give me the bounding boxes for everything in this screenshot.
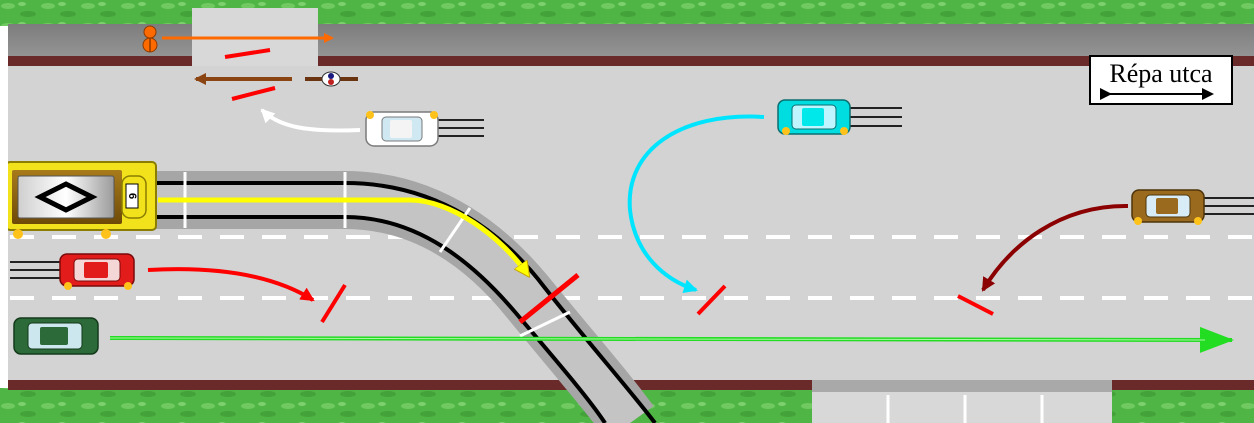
tan-car xyxy=(1131,189,1254,225)
bicycle-icon xyxy=(305,71,358,87)
arrow-tram xyxy=(158,197,528,275)
green-car xyxy=(13,317,99,355)
arrow-red-car xyxy=(147,267,315,302)
stop-line-cyclist xyxy=(231,86,276,101)
pedestrian-icon xyxy=(142,25,158,53)
stop-line-tan-car xyxy=(957,294,994,316)
stop-line-cyan-car xyxy=(696,284,727,316)
white-car xyxy=(365,111,484,147)
arrow-tan-car xyxy=(981,203,1129,292)
tram-route-number: 6 xyxy=(126,193,138,199)
street-sign: Répa utca xyxy=(1089,55,1233,105)
red-car xyxy=(10,253,135,290)
street-name-label: Répa utca xyxy=(1109,59,1213,88)
rail-inner xyxy=(150,215,607,423)
stop-line-pedestrian xyxy=(224,48,271,59)
stop-line-red-car xyxy=(320,283,347,324)
curb-top xyxy=(8,56,1254,66)
cyan-car xyxy=(777,99,902,135)
arrow-cyan-car xyxy=(627,114,765,293)
tram: 6 xyxy=(5,161,157,239)
tram-number-badge xyxy=(125,183,139,209)
rail-outer xyxy=(150,181,657,423)
grass-top xyxy=(0,0,1254,26)
sidewalk-crossing-top xyxy=(192,8,318,58)
stop-line-tram xyxy=(518,273,580,324)
arrow-white-car xyxy=(260,108,361,133)
